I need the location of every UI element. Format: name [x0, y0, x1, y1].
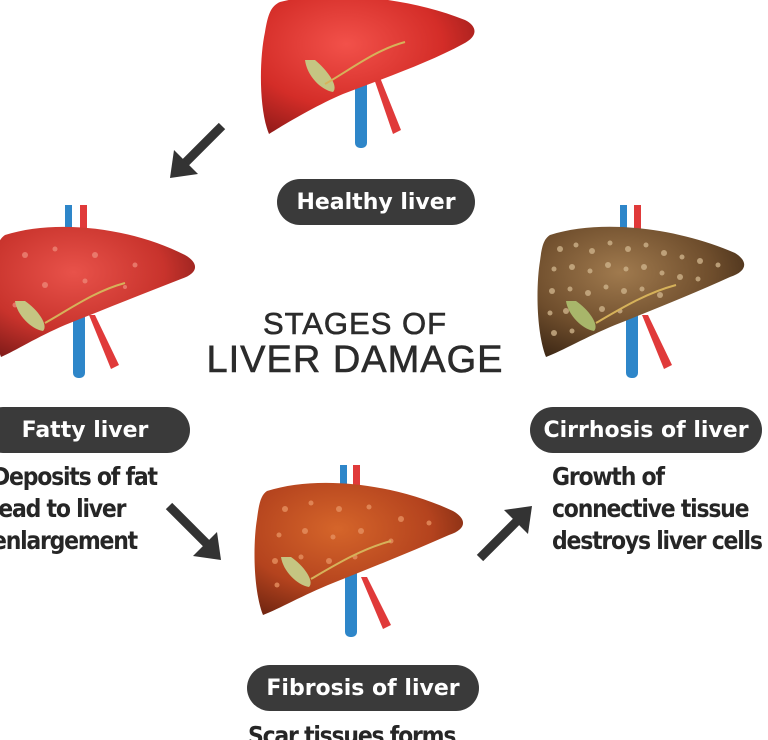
arrow-down-right-icon	[165, 502, 221, 560]
fatty-liver-label: Fatty liver	[0, 407, 190, 453]
arrow-up-right-icon	[476, 506, 532, 562]
cirrhosis-liver-description: Growth of connective tissue destroys liv…	[552, 461, 763, 557]
diagram-title: STAGES OF LIVER DAMAGE	[195, 306, 515, 381]
cirrhosis-liver-label: Cirrhosis of liver	[530, 407, 762, 453]
cirrhosis-liver-illustration	[537, 205, 745, 378]
fibrosis-liver-illustration	[254, 465, 464, 637]
fibrosis-liver-description: Scar tissues forms	[248, 720, 456, 740]
arrow-down-left-icon	[170, 122, 226, 178]
fibrosis-liver-label: Fibrosis of liver	[247, 665, 479, 711]
description-line: Deposits of fat	[0, 462, 158, 491]
healthy-liver-illustration	[260, 0, 475, 148]
title-line-1: STAGES OF	[262, 306, 448, 341]
description-line: connective tissue	[552, 494, 750, 523]
title-line-2: LIVER DAMAGE	[206, 339, 504, 381]
fatty-liver-description: Deposits of fat lead to liver enlargemen…	[0, 461, 158, 557]
description-line: lead to liver	[0, 494, 126, 523]
fatty-liver-illustration	[0, 205, 195, 378]
description-line: enlargement	[0, 526, 138, 555]
description-line: Growth of	[552, 462, 665, 491]
description-line: Scar tissues forms	[248, 721, 456, 740]
healthy-liver-label: Healthy liver	[277, 179, 475, 225]
description-line: destroys liver cells	[552, 526, 763, 555]
